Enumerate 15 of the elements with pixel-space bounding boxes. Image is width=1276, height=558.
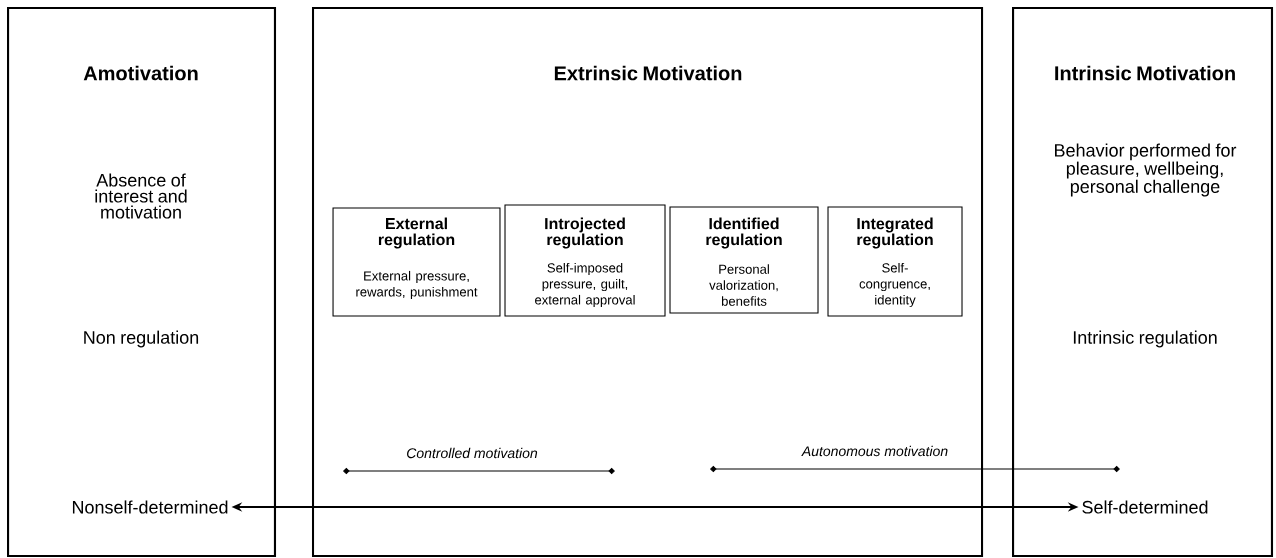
range-label: Controlled motivation [407, 447, 538, 459]
panel-text: Absence of interest and motivation [95, 173, 187, 219]
panel-text: Non regulation [84, 330, 199, 348]
regulation-box: External regulation External pressure, rewards, punishment [332, 207, 501, 317]
panel-text: Behavior performed for pleasure, wellbeing, personal challenge [1055, 143, 1237, 197]
regulation-box: Identified regulation Personal valorization, benefits [669, 206, 819, 314]
panel-heading: Amotivation [83, 65, 198, 81]
scale-end-label: Nonself-determined [72, 500, 228, 514]
regulation-box: Introjected regulation Self-imposed pressure, guilt, external approval [504, 204, 666, 317]
panel-text: Intrinsic regulation [1073, 330, 1217, 348]
scale-end-label: Self-determined [1082, 500, 1208, 514]
regulation-box: Integrated regulation Self-congruence, identity [827, 206, 963, 317]
panel-heading: Extrinsic Motivation [554, 65, 742, 81]
panel-heading: Intrinsic Motivation [1055, 65, 1235, 81]
range-label: Autonomous motivation [801, 445, 948, 457]
